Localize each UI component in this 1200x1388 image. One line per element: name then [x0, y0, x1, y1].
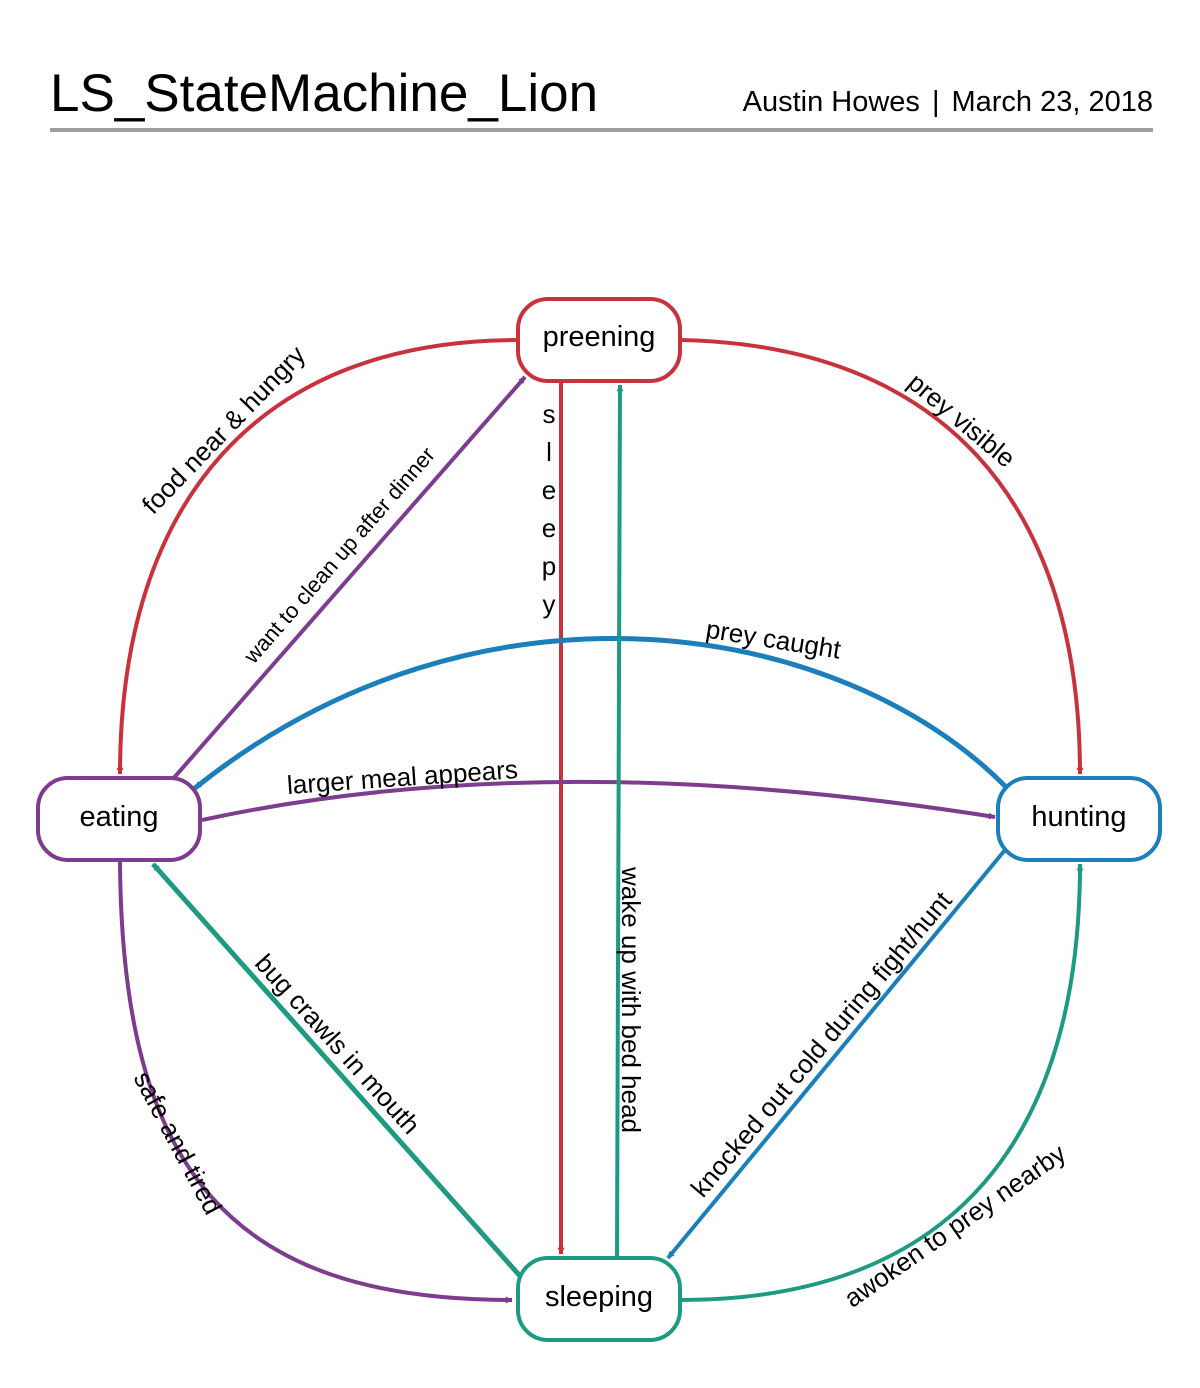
label-wake-up: wake up with bed head [616, 866, 646, 1133]
edge-awoken [679, 863, 1084, 1302]
state-hunting[interactable]: hunting [996, 776, 1162, 862]
edge-larger-meal [201, 779, 996, 822]
state-preening[interactable]: preening [516, 297, 682, 383]
state-eating-label: eating [79, 801, 158, 833]
state-hunting-label: hunting [1031, 801, 1126, 833]
diagram-meta: Austin Howes | March 23, 2018 [743, 84, 1153, 120]
label-sleepy: s l e e p y [542, 399, 556, 619]
edge-food-near-hungry [116, 338, 519, 775]
author-name: Austin Howes [742, 86, 920, 118]
label-clean-up: want to clean up after dinner [238, 442, 440, 669]
diagram-date: March 23, 2018 [951, 86, 1153, 118]
edge-prey-caught [193, 635, 1007, 790]
label-larger-meal: larger meal appears [286, 754, 519, 800]
edge-clean-up [170, 375, 527, 782]
edge-prey-visible [679, 338, 1084, 775]
sleepy-letter: y [543, 589, 556, 619]
edge-knocked-out [666, 848, 1007, 1260]
sleepy-letter: s [543, 399, 556, 429]
label-knocked-out: knocked out cold during fight/hunt [685, 885, 958, 1203]
diagram-header: LS_StateMachine_Lion Austin Howes | March … [50, 58, 1153, 138]
sleepy-letter: l [546, 437, 552, 467]
label-awoken: awoken to prey nearby [838, 1138, 1071, 1313]
label-food-near-hungry: food near & hungry [136, 340, 311, 520]
label-bug-crawls: bug crawls in mouth [249, 948, 426, 1140]
state-sleeping-label: sleeping [545, 1281, 653, 1313]
meta-separator: | [931, 86, 940, 118]
diagram-title: LS_StateMachine_Lion [50, 64, 599, 123]
edge-wake-up [615, 384, 624, 1259]
label-prey-visible: prey visible [902, 367, 1021, 474]
sleepy-letter: e [542, 475, 556, 505]
sleepy-letter: p [542, 551, 556, 581]
state-sleeping[interactable]: sleeping [516, 1256, 682, 1342]
header-rule [50, 128, 1153, 132]
edge-safe-tired [118, 861, 513, 1304]
sleepy-letter: e [542, 513, 556, 543]
state-eating[interactable]: eating [36, 776, 202, 862]
state-preening-label: preening [543, 321, 656, 353]
label-safe-tired: safe and tired [128, 1066, 228, 1219]
edge-bug-crawls [151, 862, 522, 1278]
